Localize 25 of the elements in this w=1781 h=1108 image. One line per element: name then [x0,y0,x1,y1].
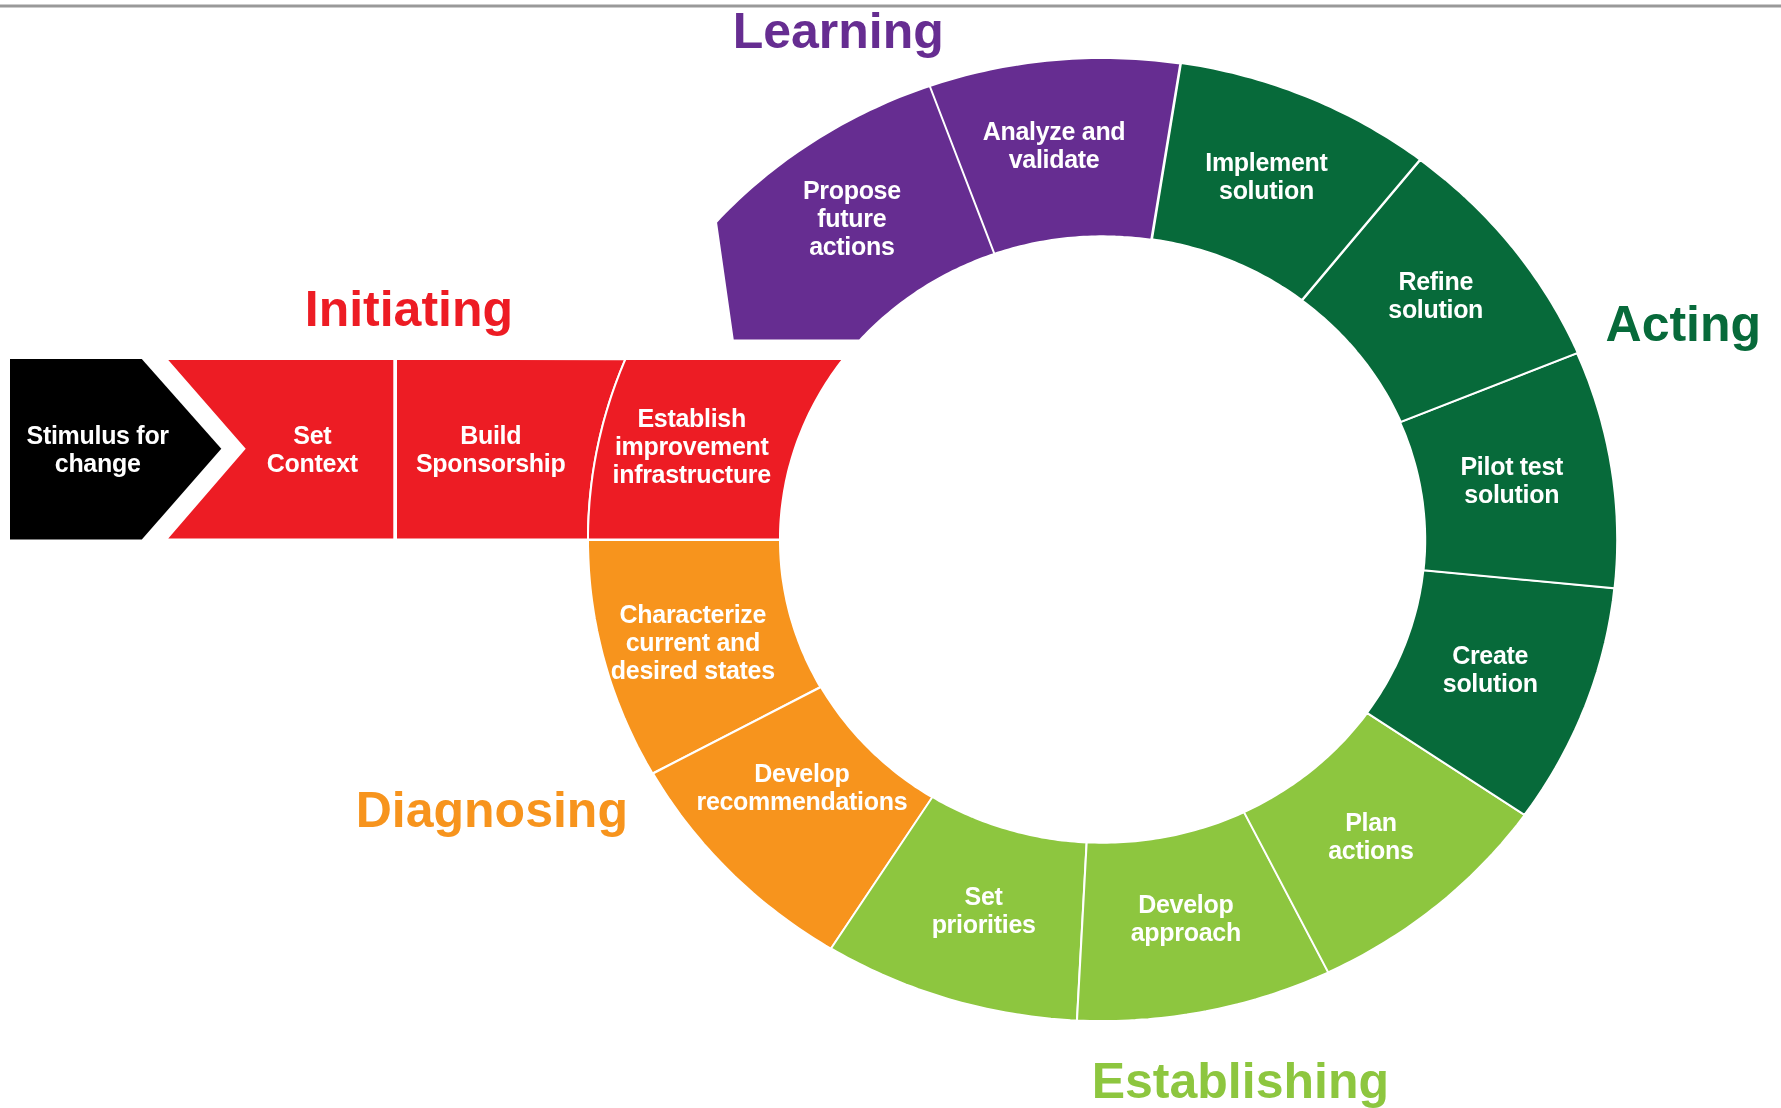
phase-title: Acting [1605,294,1762,353]
step-label: Analyze and validate [981,117,1127,174]
ring-segment [588,359,844,540]
step-label: Propose future actions [801,176,902,261]
phase-title: Learning [732,1,944,60]
ring-segment [652,686,933,949]
step-label: Characterize current and desired states [609,599,776,684]
step-label: Stimulus for change [25,420,170,477]
ring-segment [1076,812,1329,1022]
chevron-arrow [10,358,222,540]
ring-segment [1244,713,1525,973]
phase-title: Diagnosing [355,780,628,839]
step-label: Plan actions [1327,807,1415,864]
step-label: Implement solution [1204,148,1329,205]
ring-segment [1400,352,1618,589]
step-label: Set priorities [930,881,1037,938]
phase-title: Initiating [304,279,514,338]
step-label: Pilot test solution [1459,452,1565,509]
step-label: Develop approach [1129,889,1242,946]
step-label: Refine solution [1387,267,1485,324]
ring-segment [929,57,1181,254]
step-label: Establish improvement infrastructure [611,404,772,489]
step-label: Set Context [265,420,359,477]
step-label: Develop recommendations [695,759,909,816]
step-label: Create solution [1441,641,1539,697]
